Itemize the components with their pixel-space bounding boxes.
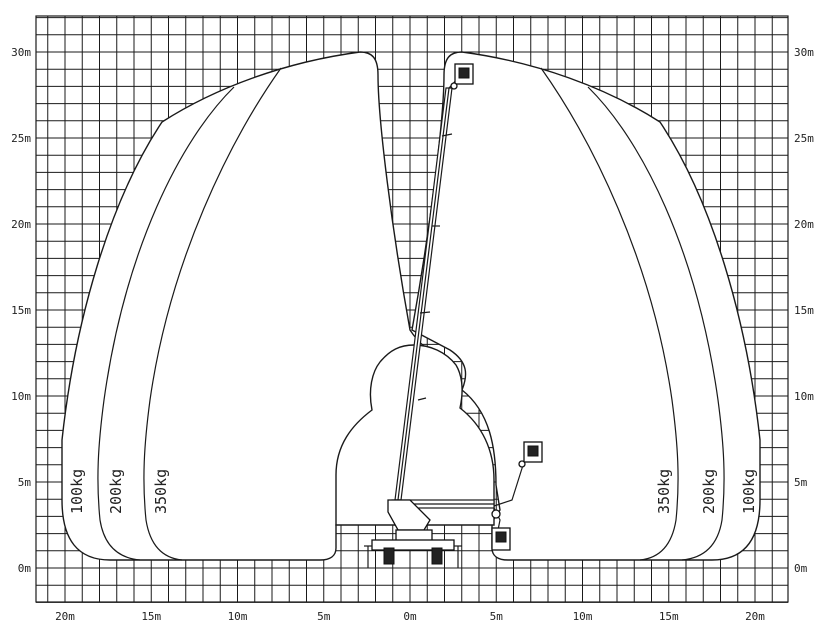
y-tick-label-left: 20m bbox=[11, 218, 31, 231]
boom-mark bbox=[417, 397, 427, 401]
y-tick-label-right: 25m bbox=[794, 132, 814, 145]
x-tick-label: 15m bbox=[141, 610, 161, 623]
load-label-right-200kg: 200kg bbox=[700, 469, 718, 514]
x-tick-label: 20m bbox=[55, 610, 75, 623]
load-label-left-200kg: 200kg bbox=[107, 469, 125, 514]
right-lower-basket bbox=[491, 509, 511, 551]
y-tick-label-right: 10m bbox=[794, 390, 814, 403]
curve-left-200kg bbox=[97, 86, 235, 561]
y-tick-label-left: 30m bbox=[11, 46, 31, 59]
y-axis-right: 30m 25m 20m 15m 10m 5m 0m bbox=[794, 46, 814, 575]
y-tick-label-left: 10m bbox=[11, 390, 31, 403]
load-label-right-350kg: 350kg bbox=[655, 469, 673, 514]
boom-mark bbox=[419, 311, 431, 314]
y-tick-label-left: 25m bbox=[11, 132, 31, 145]
y-tick-label-right: 0m bbox=[794, 562, 808, 575]
x-tick-label: 5m bbox=[490, 610, 504, 623]
x-tick-label: 15m bbox=[659, 610, 679, 623]
aerial-platform-drawing bbox=[364, 63, 543, 568]
right-upper-basket bbox=[518, 441, 543, 468]
top-basket bbox=[450, 63, 474, 90]
x-tick-label: 0m bbox=[403, 610, 417, 623]
y-axis-left: 30m 25m 20m 15m 10m 5m 0m bbox=[11, 46, 31, 575]
curve-right-200kg bbox=[587, 86, 725, 561]
y-tick-label-left: 15m bbox=[11, 304, 31, 317]
curve-right-350kg bbox=[540, 67, 679, 561]
envelope-left-lobe bbox=[61, 51, 435, 561]
load-label-left-350kg: 350kg bbox=[152, 469, 170, 514]
load-labels-right: 350kg 200kg 100kg bbox=[655, 469, 758, 514]
grid-frame bbox=[35, 15, 789, 603]
right-jib bbox=[493, 461, 525, 507]
x-tick-label: 10m bbox=[573, 610, 593, 623]
load-label-left-100kg: 100kg bbox=[68, 469, 86, 514]
load-labels-left: 100kg 200kg 350kg bbox=[68, 469, 170, 514]
y-tick-label-right: 30m bbox=[794, 46, 814, 59]
curve-left-350kg bbox=[143, 67, 282, 561]
boom-centerline bbox=[397, 87, 450, 501]
boom-mark bbox=[441, 133, 453, 137]
x-tick-label: 10m bbox=[228, 610, 248, 623]
y-tick-label-left: 5m bbox=[18, 476, 32, 489]
x-tick-label: 20m bbox=[745, 610, 765, 623]
x-tick-label: 5m bbox=[317, 610, 331, 623]
y-tick-label-left: 0m bbox=[18, 562, 32, 575]
working-envelope bbox=[61, 51, 761, 561]
y-tick-label-right: 15m bbox=[794, 304, 814, 317]
load-label-right-100kg: 100kg bbox=[740, 469, 758, 514]
y-tick-label-right: 5m bbox=[794, 476, 808, 489]
load-curves bbox=[97, 67, 725, 561]
x-axis: 20m 15m 10m 5m 0m 5m 10m 15m 20m bbox=[55, 610, 765, 623]
y-tick-label-right: 20m bbox=[794, 218, 814, 231]
machine-base bbox=[364, 499, 462, 568]
